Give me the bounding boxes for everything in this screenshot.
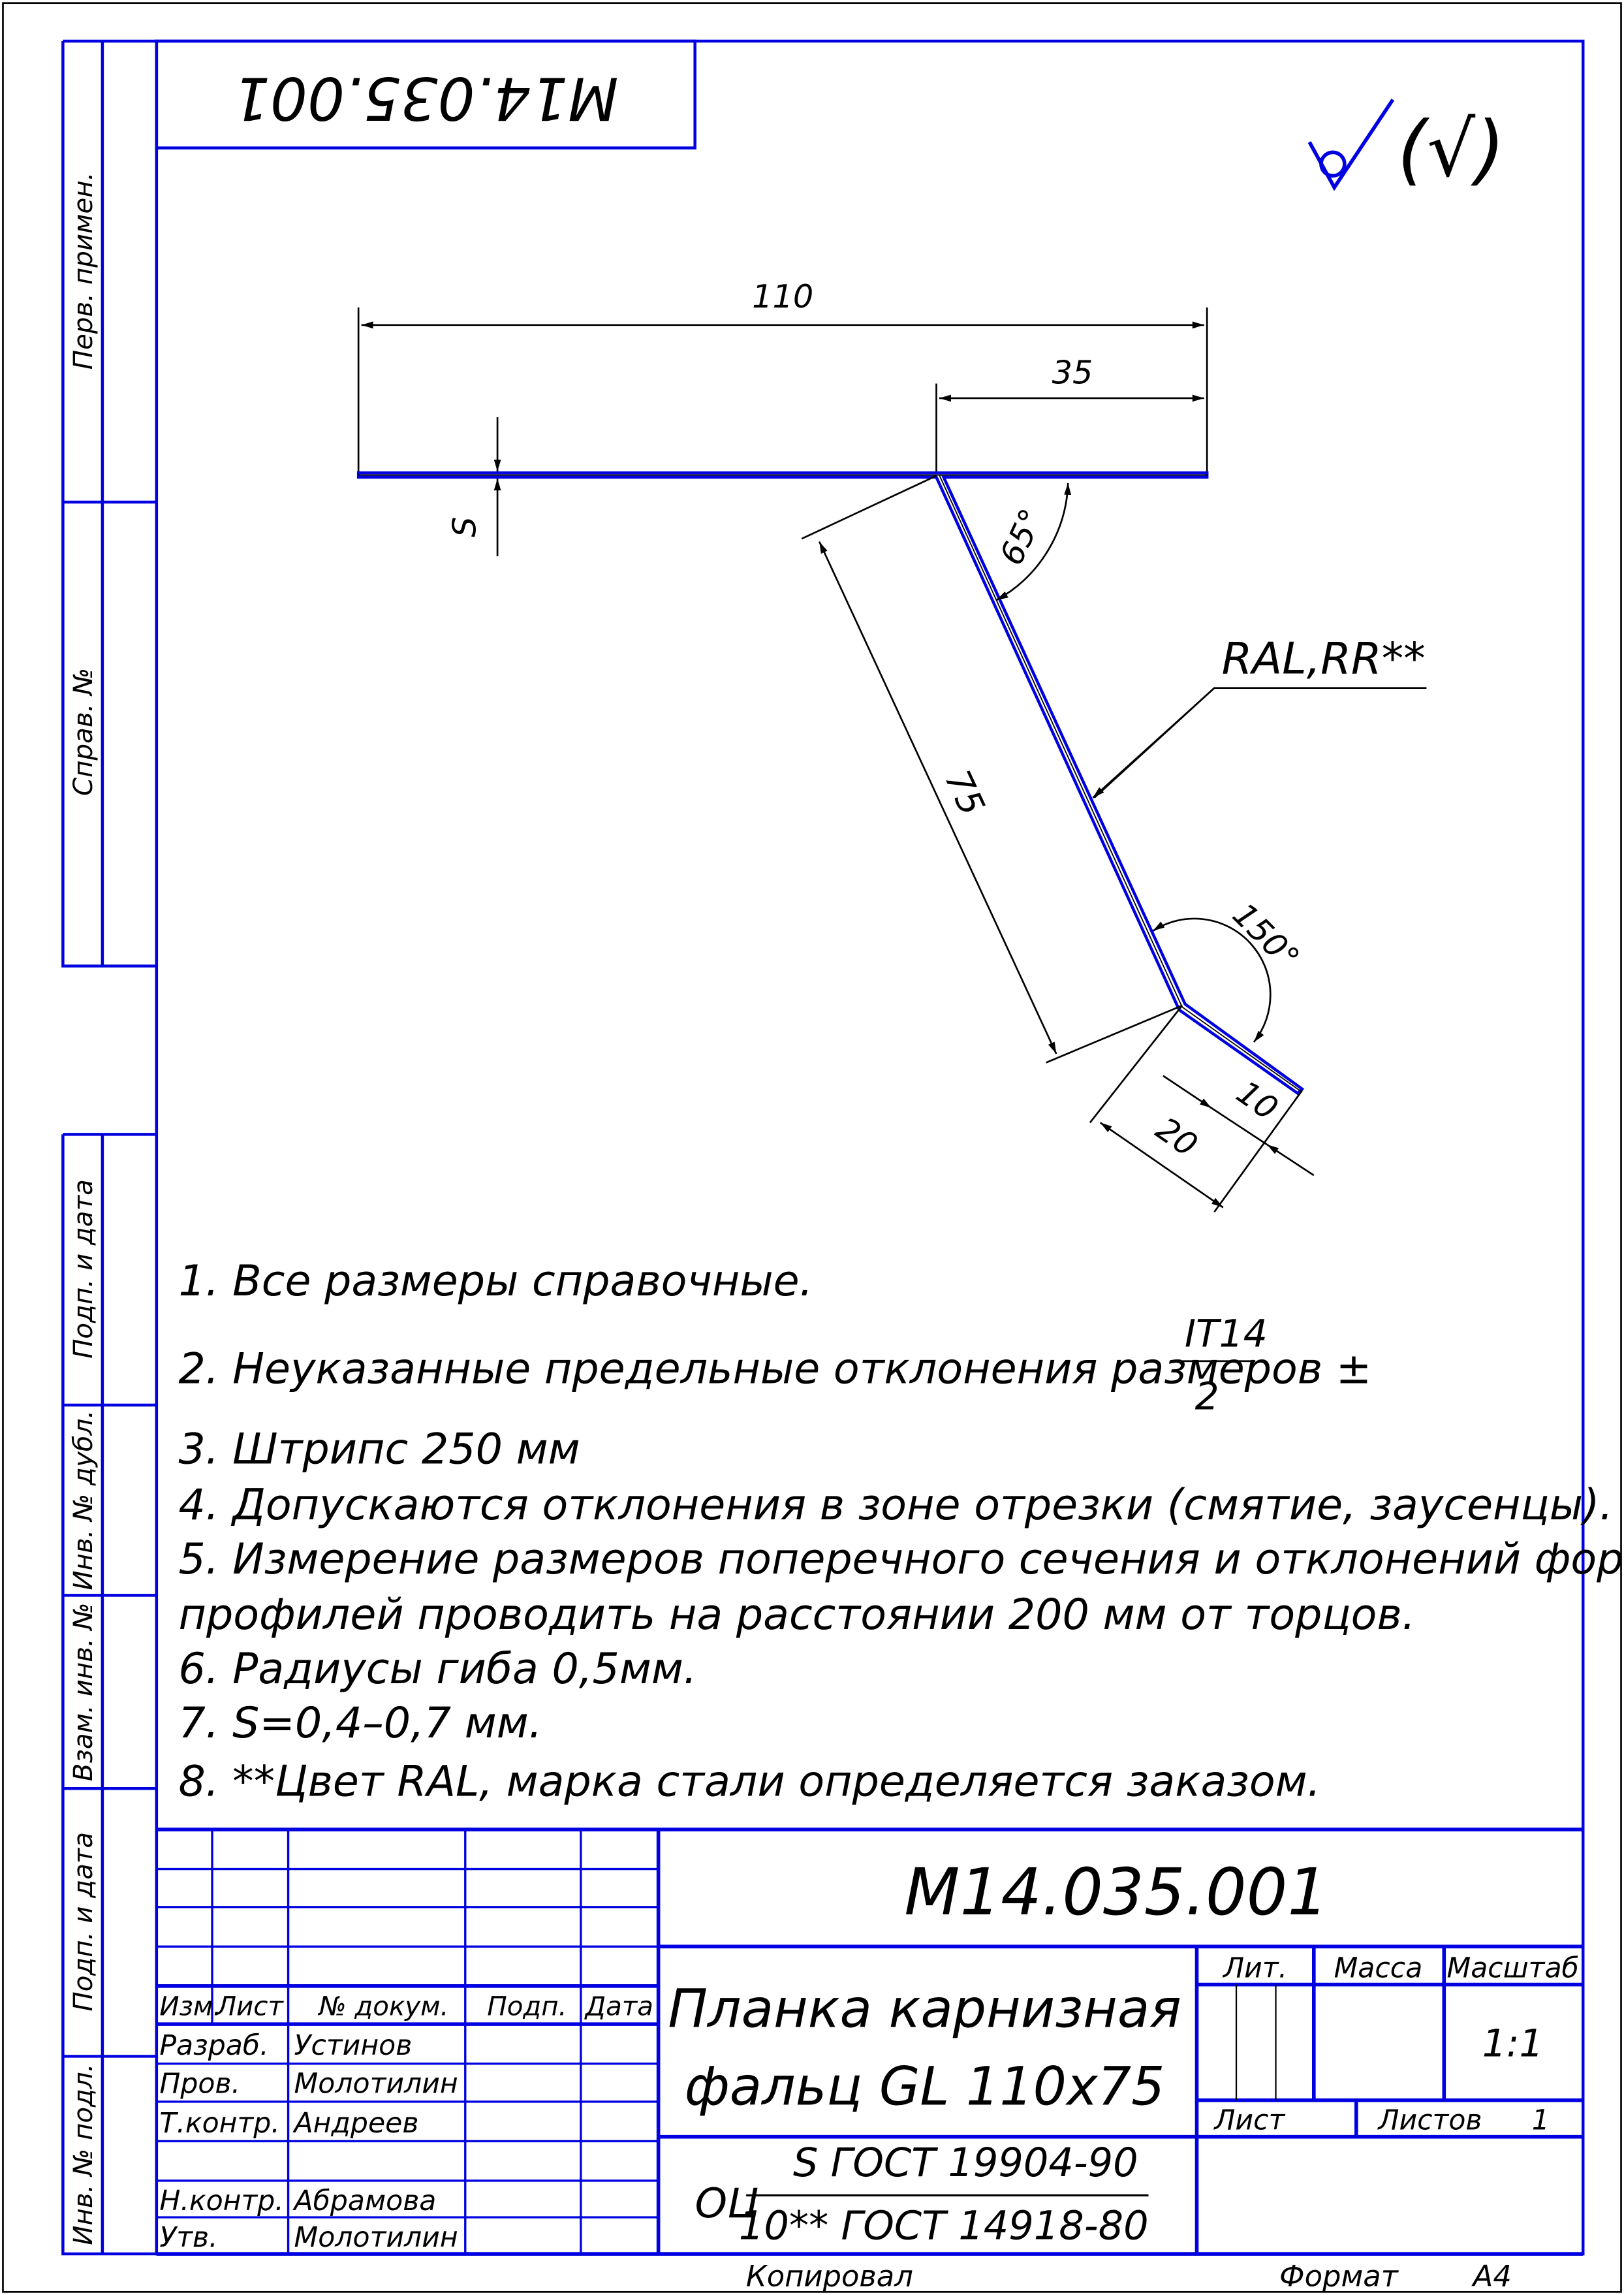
header-izm: Изм.	[159, 1991, 221, 2022]
note-5-cont: профилей проводить на расстоянии 200 мм …	[178, 1591, 1415, 1639]
header-sign: Подп.	[487, 1991, 567, 2022]
lit-label: Лит.	[1222, 1952, 1287, 1984]
strip-label-podp-data-2: Подп. и дата	[68, 1832, 99, 2012]
strip-label-sprav: Справ. №	[68, 668, 99, 796]
roughness-symbol: (√)	[1307, 99, 1505, 194]
material-prefix: ОЦ	[695, 2179, 759, 2227]
title-block: Изм. Лист № докум. Подп. Дата Разраб. Ус…	[159, 1855, 1579, 2254]
tolerance-denominator: 2	[1195, 1374, 1219, 1419]
header-doc: № докум.	[318, 1991, 449, 2022]
name-approver: Молотилин	[294, 2221, 458, 2254]
note-2: 2. Неуказанные предельные отклонения раз…	[178, 1344, 1371, 1393]
material-top: S ГОСТ 19904-90	[793, 2140, 1138, 2186]
dim-flange-label: 35	[1052, 353, 1093, 391]
name-checker: Молотилин	[294, 2067, 458, 2100]
header-date: Дата	[584, 1991, 653, 2022]
strip-label-inv-podl: Инв. № подл.	[68, 2063, 99, 2245]
dimension-labels: 110 35 S 65° 75 RAL,RR** 150° 10 20	[445, 277, 1425, 1164]
format-value: А4	[1471, 2258, 1512, 2293]
dim-total-label: 110	[752, 277, 813, 315]
material-bottom: 10** ГОСТ 14918-80	[739, 2204, 1149, 2249]
role-developer: Разраб.	[159, 2029, 268, 2062]
note-4: 4. Допускаются отклонения в зоне отрезки…	[178, 1481, 1613, 1530]
dim-hem-inner-label: 10	[1230, 1073, 1285, 1128]
roughness-circle-icon	[1319, 150, 1347, 178]
dim-thickness-label: S	[445, 516, 483, 537]
name-norm-control: Абрамова	[292, 2185, 437, 2217]
roughness-check-icon	[1307, 99, 1395, 191]
role-norm-control: Н.контр.	[159, 2185, 284, 2217]
role-tech-control: Т.контр.	[159, 2107, 280, 2140]
strip-label-vzam-inv: Взам. инв. №	[68, 1602, 99, 1781]
sheets-value: 1	[1532, 2104, 1550, 2137]
note-1: 1. Все размеры справочные.	[178, 1257, 813, 1306]
sheets-label: Листов	[1377, 2104, 1482, 2137]
note-5: 5. Измерение размеров поперечного сечени…	[178, 1535, 1624, 1584]
strip-label-perv-primen: Перв. примен.	[68, 172, 99, 370]
strip-label-inv-dubl: Инв. № дубл.	[68, 1410, 99, 1591]
footer: Копировал Формат А4	[746, 2258, 1512, 2293]
name-tech-control: Андреев	[292, 2107, 419, 2140]
note-6: 6. Радиусы гиба 0,5мм.	[178, 1645, 696, 1694]
scale-value: 1:1	[1482, 2021, 1544, 2065]
header-list: Лист	[215, 1991, 285, 2022]
strip-label-podp-data: Подп. и дата	[68, 1179, 99, 1359]
note-8: 8. **Цвет RAL, марка стали определяется …	[178, 1757, 1320, 1806]
coating-label: RAL,RR**	[1222, 633, 1426, 684]
document-number: M14.035.001	[904, 1855, 1328, 1930]
document-number-rotated: M14.035.001	[233, 63, 619, 131]
technical-notes: 1. Все размеры справочные. 2. Неуказанны…	[178, 1257, 1624, 1807]
sheet-label: Лист	[1213, 2104, 1285, 2137]
dim-hem-outer-label: 20	[1149, 1110, 1205, 1164]
note-7: 7. S=0,4–0,7 мм.	[178, 1699, 542, 1748]
mass-label: Масса	[1334, 1952, 1423, 1984]
role-approver: Утв.	[159, 2221, 217, 2254]
dimensions	[357, 307, 1427, 1212]
title-block-grid	[156, 1828, 1584, 2256]
scale-label: Масштаб	[1446, 1952, 1578, 1984]
angle-bottom-label: 150°	[1225, 895, 1307, 977]
tolerance-numerator: IT14	[1185, 1311, 1268, 1355]
copied-label: Копировал	[746, 2258, 913, 2293]
role-checker: Пров.	[159, 2067, 240, 2100]
note-3: 3. Штрипс 250 мм	[178, 1425, 580, 1474]
side-strip: Перв. примен. Справ. № Подп. и дата Инв.…	[68, 172, 99, 2245]
name-developer: Устинов	[294, 2029, 413, 2062]
frame	[61, 39, 1585, 2256]
format-label: Формат	[1279, 2258, 1399, 2293]
title-line-2: фальц GL 110x75	[685, 2056, 1165, 2117]
roughness-text: (√)	[1398, 106, 1505, 194]
title-line-1: Планка карнизная	[668, 1979, 1181, 2040]
